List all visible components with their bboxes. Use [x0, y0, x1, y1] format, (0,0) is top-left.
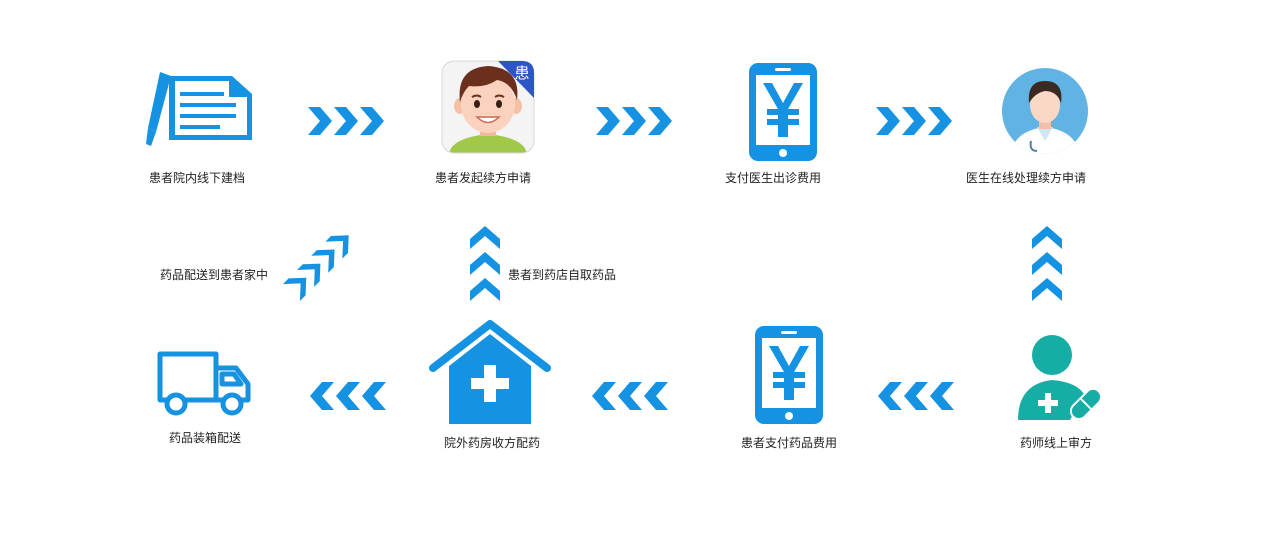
phone-yen-icon [749, 63, 817, 161]
branch-label-self-pickup: 患者到药店自取药品 [508, 268, 617, 282]
step-label-doctor-process: 医生在线处理续方申请 [965, 171, 1087, 185]
step-label-packing-delivery: 药品装箱配送 [168, 431, 242, 445]
patient-badge: 患 [514, 64, 530, 82]
phone-yen-icon [755, 326, 823, 424]
pharmacy-house-icon [429, 320, 551, 424]
step-label-drug-payment: 患者支付药品费用 [740, 436, 838, 450]
step-label-pharmacy-dispense: 院外药房收方配药 [443, 436, 541, 450]
step-label-consult-fee: 支付医生出诊费用 [724, 171, 822, 185]
arrow-up-icon [1032, 226, 1062, 301]
pharmacist-icon [1018, 335, 1103, 421]
arrow-diagonal-icon [282, 235, 349, 302]
delivery-truck-icon [157, 351, 251, 416]
document-pen-icon [146, 72, 252, 146]
arrow-left-icon [878, 382, 954, 410]
arrow-right-icon [596, 107, 672, 135]
patient-avatar-icon [441, 60, 535, 154]
doctor-avatar-icon [1002, 68, 1088, 154]
arrow-left-icon [592, 382, 668, 410]
step-label-record: 患者院内线下建档 [148, 171, 246, 185]
branch-label-home-delivery: 药品配送到患者家中 [160, 268, 269, 282]
step-label-pharmacist-review: 药师线上审方 [1019, 436, 1093, 450]
step-label-patient-request: 患者发起续方申请 [434, 171, 532, 185]
arrow-right-icon [876, 107, 952, 135]
arrow-left-icon [310, 382, 386, 410]
arrow-up-icon [470, 226, 500, 301]
arrow-right-icon [308, 107, 384, 135]
